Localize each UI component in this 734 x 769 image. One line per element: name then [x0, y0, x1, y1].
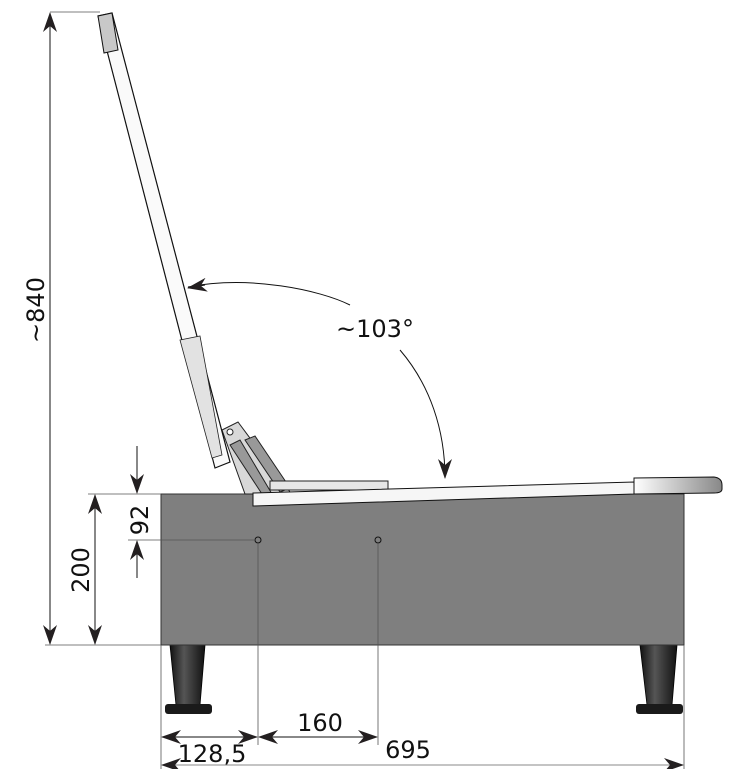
dim-label-total-height: ~840: [22, 277, 50, 343]
dim-label-hole-height: 92: [126, 505, 154, 536]
backrest: [97, 12, 231, 469]
right-leg: [636, 644, 683, 714]
left-leg: [165, 644, 212, 714]
angle-arc: [399, 349, 452, 479]
seat-board: [252, 476, 723, 507]
recline-mechanism: [221, 421, 389, 495]
extension-lines: [45, 11, 685, 769]
dim-label-hole-spacing: 160: [297, 709, 343, 737]
sofa-frame: [160, 493, 685, 646]
dim-label-frame-height: 200: [67, 547, 95, 593]
dim-label-total-depth: 695: [385, 736, 431, 764]
dim-label-hole-offset: 128,5: [178, 740, 247, 768]
angle-arrow-backrest: [187, 277, 208, 292]
dim-label-backrest-angle: ~103°: [336, 315, 414, 343]
angle-arc: [187, 282, 351, 306]
